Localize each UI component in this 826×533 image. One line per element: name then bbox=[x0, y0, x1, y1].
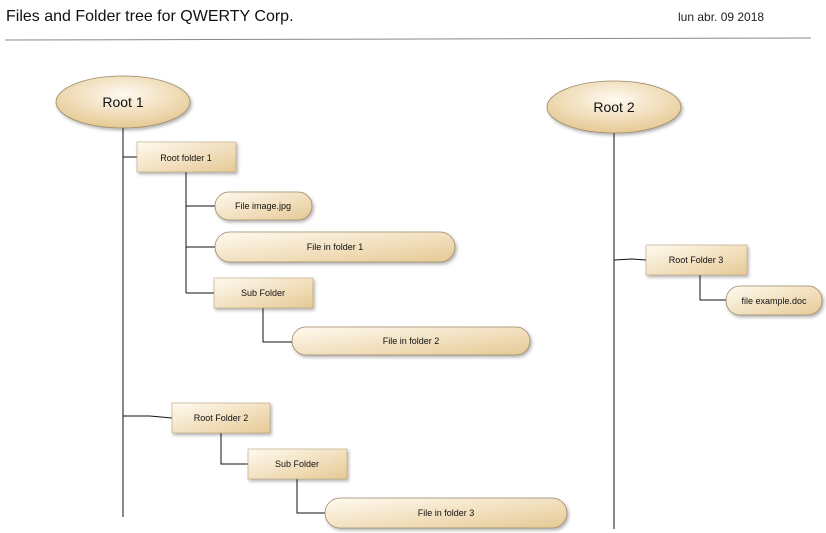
file-image-node[interactable]: File image.jpg bbox=[214, 191, 313, 221]
file-example-node[interactable]: file example.doc bbox=[725, 285, 823, 316]
root-folder-2-node[interactable]: Root Folder 2 bbox=[171, 402, 271, 434]
file-in-folder-1-node[interactable]: File in folder 1 bbox=[214, 231, 456, 263]
sub-folder-1-label: Sub Folder bbox=[241, 288, 285, 298]
page-date: lun abr. 09 2018 bbox=[678, 10, 765, 24]
connector-lines bbox=[122, 128, 726, 529]
root1-label: Root 1 bbox=[102, 94, 143, 110]
file-image-label: File image.jpg bbox=[235, 201, 291, 211]
sub-folder-1-node[interactable]: Sub Folder bbox=[213, 277, 314, 309]
file-in-folder-2-label: File in folder 2 bbox=[383, 336, 440, 346]
root-folder-1-node[interactable]: Root folder 1 bbox=[136, 141, 237, 173]
header-divider bbox=[4, 37, 812, 41]
root-folder-3-node[interactable]: Root Folder 3 bbox=[645, 244, 748, 276]
file-in-folder-3-node[interactable]: File in folder 3 bbox=[324, 497, 568, 529]
file-in-folder-3-label: File in folder 3 bbox=[418, 508, 475, 518]
file-in-folder-2-node[interactable]: File in folder 2 bbox=[291, 326, 531, 356]
root-folder-2-label: Root Folder 2 bbox=[194, 413, 249, 423]
page-title: Files and Folder tree for QWERTY Corp. bbox=[6, 8, 294, 25]
root-folder-3-label: Root Folder 3 bbox=[669, 255, 724, 265]
sub-folder-2-label: Sub Folder bbox=[275, 459, 319, 469]
root2-node[interactable]: Root 2 bbox=[546, 80, 682, 134]
sub-folder-2-node[interactable]: Sub Folder bbox=[247, 448, 348, 480]
root-folder-1-label: Root folder 1 bbox=[160, 153, 212, 163]
file-example-label: file example.doc bbox=[741, 296, 807, 306]
root2-label: Root 2 bbox=[593, 99, 634, 115]
root1-node[interactable]: Root 1 bbox=[55, 75, 191, 129]
file-in-folder-1-label: File in folder 1 bbox=[307, 242, 364, 252]
